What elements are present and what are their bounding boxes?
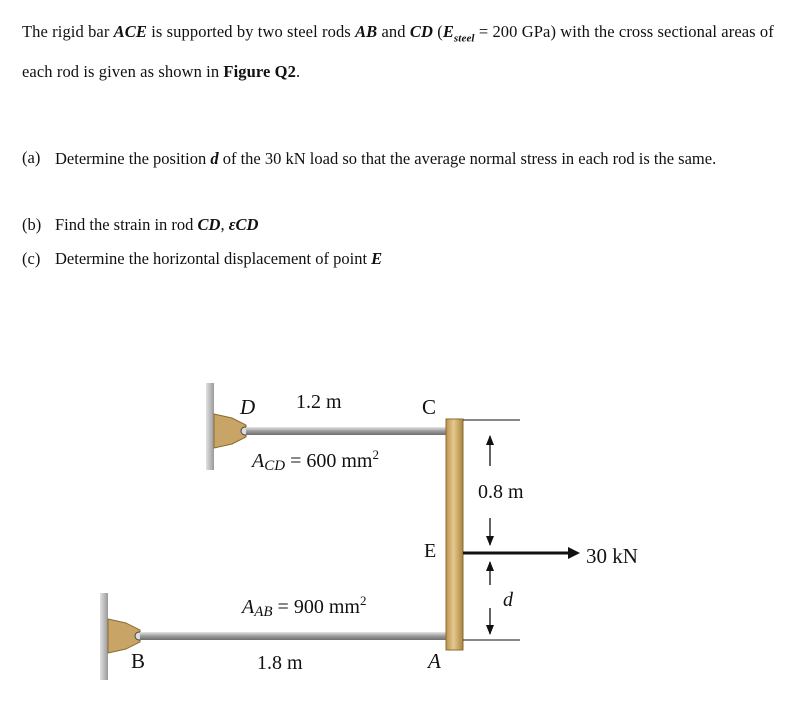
dim-ea-label: d — [503, 589, 514, 611]
label-c: C — [422, 395, 436, 419]
length-cd: 1.2 m — [296, 391, 342, 413]
question-b-label: (b) — [22, 215, 42, 234]
upper-bracket — [213, 413, 247, 449]
lower-wall — [100, 593, 108, 680]
question-a-label: (a) — [22, 148, 41, 167]
dim-ce-label: 0.8 m — [478, 481, 524, 503]
question-c-label: (c) — [22, 249, 41, 268]
label-e: E — [424, 540, 436, 562]
rod-cd — [246, 427, 446, 435]
problem-intro: The rigid bar ACE is supported by two st… — [22, 22, 774, 82]
load-label: 30 kN — [586, 544, 638, 568]
rod-ab — [140, 632, 446, 640]
question-b-text: Find the strain in rod CD, εCD — [55, 215, 259, 234]
rigid-bar-ace — [445, 418, 464, 651]
length-ab: 1.8 m — [257, 652, 303, 674]
lower-bracket — [107, 618, 141, 654]
upper-wall — [206, 383, 214, 470]
question-a-text: Determine the position d of the 30 kN lo… — [55, 149, 717, 168]
label-d: D — [239, 395, 255, 419]
label-b: B — [131, 649, 145, 673]
area-cd: ACD = 600 mm2 — [250, 447, 379, 474]
area-ab: AAB = 900 mm2 — [240, 593, 366, 620]
label-a: A — [426, 649, 441, 673]
question-c-text: Determine the horizontal displacement of… — [55, 249, 383, 268]
load-arrow-head — [568, 547, 580, 559]
